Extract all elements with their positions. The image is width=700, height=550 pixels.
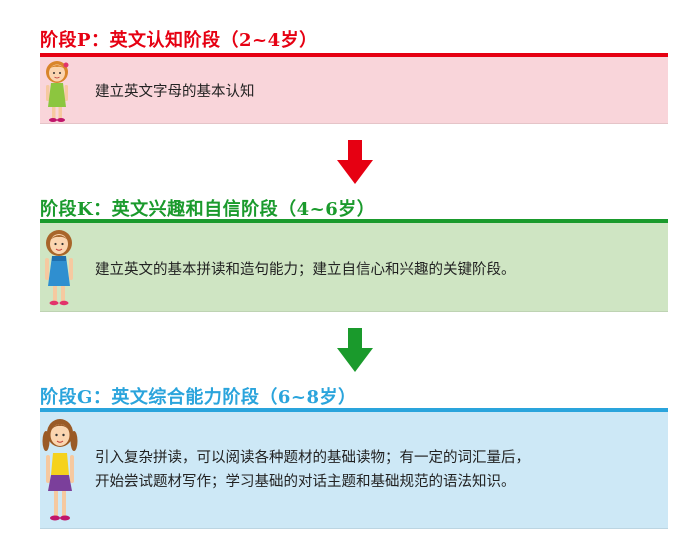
stage-g-divider: [40, 408, 668, 412]
stage-g-description-line-2: 开始尝试题材写作；学习基础的对话主题和基础规范的语法知识。: [95, 474, 516, 490]
stage-p-title: 阶段P：英文认知阶段（2~4岁）: [40, 30, 318, 51]
girl-orange-hair-green-dress-icon: [46, 61, 69, 122]
stage-p-panel: [40, 57, 668, 124]
down-arrow-red-icon: [337, 140, 373, 184]
stage-p-divider: [40, 53, 668, 57]
girl-pigtails-yellow-dress-icon: [42, 419, 78, 521]
stage-g-panel: [40, 412, 668, 529]
stage-g-title: 阶段G：英文综合能力阶段（6~8岁）: [40, 387, 357, 408]
stage-p-description-line-1: 建立英文字母的基本认知: [95, 84, 255, 100]
stage-k-description-line-1: 建立英文的基本拼读和造句能力；建立自信心和兴趣的关键阶段。: [95, 262, 516, 278]
stage-k-divider: [40, 219, 668, 223]
stage-k-title: 阶段K：英文兴趣和自信阶段（4~6岁）: [40, 199, 376, 220]
girl-brown-hair-blue-dress-icon: [45, 230, 73, 306]
stage-g-description-line-1: 引入复杂拼读，可以阅读各种题材的基础读物；有一定的词汇量后，: [95, 450, 530, 466]
down-arrow-green-icon: [337, 328, 373, 372]
stage-k-panel: [40, 223, 668, 312]
